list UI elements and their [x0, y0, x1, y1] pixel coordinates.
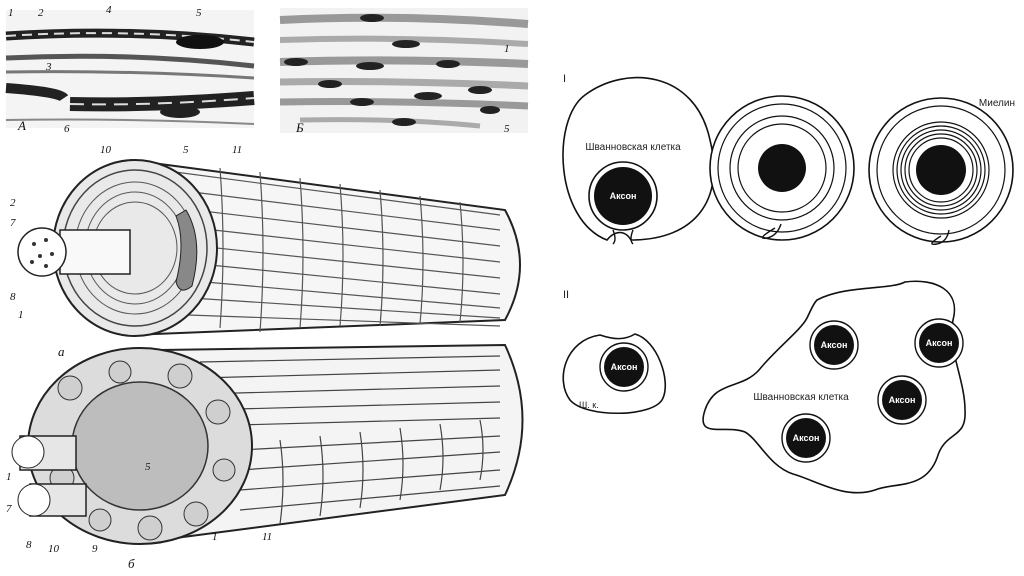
cyl-a-label-7: 7: [10, 217, 16, 229]
cyl-b-label-10: 10: [48, 543, 60, 555]
fiber-label-3: 3: [45, 61, 52, 73]
cyl-b-label-9: 9: [92, 543, 98, 555]
schwann-cell-label: Шванновская клетка: [585, 142, 681, 153]
cyl-a-label-1: 1: [18, 309, 24, 321]
cyl-b-label-8: 8: [26, 539, 32, 551]
small-cell-label: Ш. к.: [579, 400, 599, 410]
fiber-panel-b-letter: Б: [295, 120, 304, 135]
myelin-label: Миелин: [979, 98, 1015, 109]
section-two-numeral: II: [563, 289, 569, 301]
axon-label-stage-1: Аксон: [610, 191, 637, 201]
axon-2-3: [882, 380, 922, 420]
myelination-diagram: I Шванновская клетка Аксон Миелин: [562, 73, 1015, 494]
myelination-stage-3: Миелин: [868, 97, 1015, 246]
unmyelinated-fiber-cylinder: 5 1 7 8 10 9 1 11 б: [6, 343, 524, 571]
axon-2-2: [919, 323, 959, 363]
fiber-panel-b: 1 5 Б: [279, 8, 529, 135]
fiber-label-6: 6: [64, 123, 70, 135]
fiber-label-2: 2: [38, 7, 44, 19]
section-one: I Шванновская клетка Аксон Миелин: [562, 73, 1015, 246]
axon-label-2-1: Аксон: [821, 340, 848, 350]
axon-label-2-4: Аксон: [793, 433, 820, 443]
cyl-b-label-7: 7: [6, 503, 12, 515]
section-two: II Аксон Ш. к. Шванновская клетка Аксон …: [562, 280, 966, 494]
axon-2-1: [814, 325, 854, 365]
small-cell-axon-label: Аксон: [611, 362, 638, 372]
fiber-label-5: 5: [196, 7, 202, 19]
myelination-stage-1: Шванновская клетка Аксон: [562, 76, 715, 245]
cyl-a-label-10: 10: [100, 144, 112, 156]
axon-stage-1: [594, 167, 652, 225]
fiber-label-1: 1: [8, 7, 14, 19]
fiber-b-label-5: 5: [504, 123, 510, 135]
cyl-a-label-8: 8: [10, 291, 16, 303]
large-schwann-cell-label: Шванновская клетка: [753, 392, 849, 403]
fiber-b-label-1: 1: [504, 43, 510, 55]
axon-label-2-2: Аксон: [926, 338, 953, 348]
large-schwann-cell: Шванновская клетка Аксон Аксон Аксон Акс…: [702, 280, 966, 494]
fiber-panel-a-letter: А: [17, 118, 26, 133]
cyl-b-label-11: 11: [262, 531, 272, 543]
cyl-b-label-1a: 1: [6, 471, 12, 483]
cyl-a-label-5: 5: [183, 144, 189, 156]
cyl-b-label-1b: 1: [212, 531, 218, 543]
section-one-numeral: I: [563, 73, 566, 85]
cyl-a-label-11: 11: [232, 144, 242, 156]
axon-2-4: [786, 418, 826, 458]
fiber-label-4: 4: [106, 4, 112, 16]
cylinder-a-letter: а: [58, 344, 65, 359]
cyl-b-label-5: 5: [145, 461, 151, 473]
myelinated-fiber-cylinder: 10 5 11 2 7 8 1 а: [10, 144, 521, 359]
cylinder-b-letter: б: [128, 556, 135, 571]
myelination-stage-2: [709, 95, 855, 241]
fiber-panel-a: 1 2 3 4 5 6 А: [5, 4, 255, 135]
histology-figure: 1 2 3 4 5 6 А 1 5 Б: [5, 4, 529, 571]
axon-label-2-3: Аксон: [889, 395, 916, 405]
cyl-a-label-2: 2: [10, 197, 16, 209]
small-schwann-cell: Аксон Ш. к.: [562, 333, 667, 415]
